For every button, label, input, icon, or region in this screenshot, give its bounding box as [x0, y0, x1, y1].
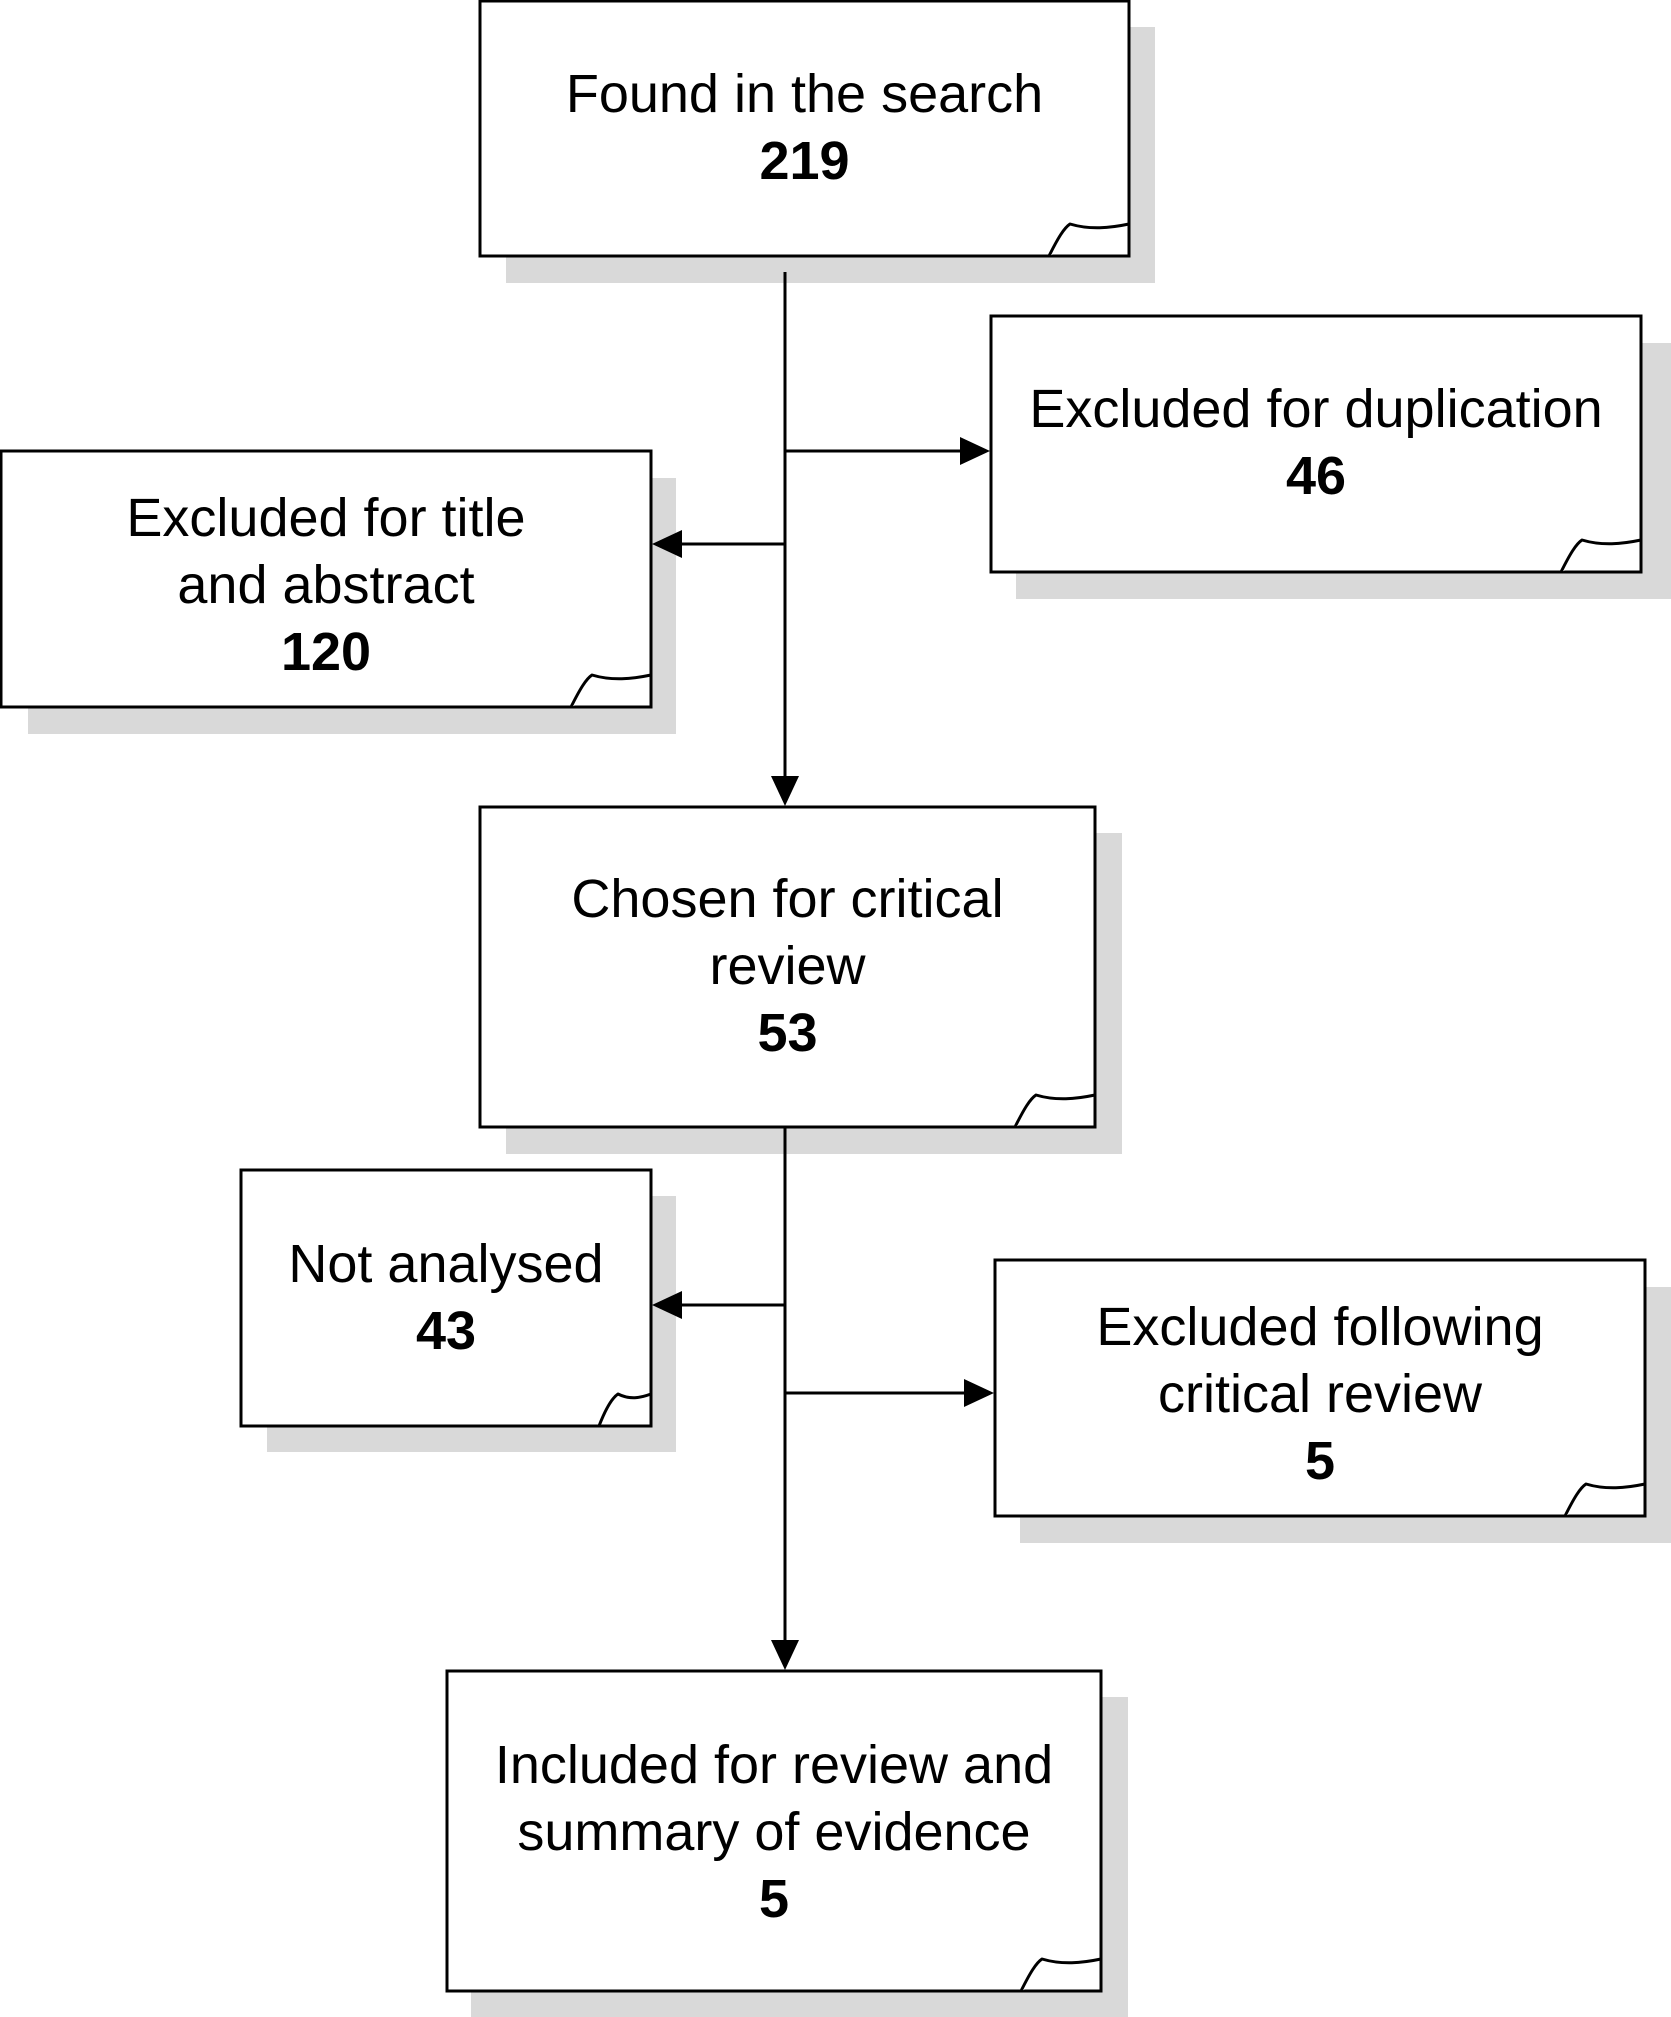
box-duplication	[989, 314, 1643, 574]
title-abstract-label: Excluded for title and abstract	[126, 488, 526, 615]
found-label: Found in the search	[565, 64, 1044, 124]
box-chosen	[478, 805, 1097, 1129]
node-duplication: Excluded for duplication 46	[991, 316, 1641, 572]
not-analysed-label: Not analysed	[288, 1234, 604, 1294]
box-excluded-following	[993, 1258, 1647, 1518]
box-included	[445, 1669, 1103, 1993]
box-not-analysed	[239, 1168, 653, 1428]
excluded-following-label: Excluded following critical review	[1096, 1297, 1544, 1424]
not-analysed-count: 43	[415, 1301, 477, 1361]
node-excluded-following: Excluded following critical review 5	[995, 1260, 1645, 1516]
page-curls	[569, 222, 1646, 1992]
arrowheads	[652, 437, 994, 1670]
included-label: Included for review and summary of evide…	[494, 1735, 1054, 1862]
chosen-count: 53	[757, 1003, 818, 1063]
chosen-label: Chosen for critical review	[571, 869, 1004, 996]
box-found	[478, 0, 1131, 258]
node-chosen: Chosen for critical review 53	[480, 807, 1095, 1127]
duplication-label: Excluded for duplication	[1029, 379, 1603, 439]
box-title-abstract	[0, 449, 653, 709]
arrow-to-included	[771, 1640, 799, 1670]
excluded-following-count: 5	[1304, 1431, 1336, 1491]
duplication-count: 46	[1285, 446, 1347, 506]
node-included: Included for review and summary of evide…	[447, 1671, 1101, 1991]
arrow-to-not-analysed	[652, 1291, 682, 1319]
node-title-abstract: Excluded for title and abstract 120	[1, 451, 651, 707]
arrow-to-chosen	[771, 776, 799, 806]
node-not-analysed: Not analysed 43	[241, 1170, 651, 1426]
node-found: Found in the search 219	[480, 1, 1129, 256]
arrow-to-excluded-following	[964, 1379, 994, 1407]
title-abstract-count: 120	[280, 622, 372, 682]
arrow-to-duplication	[960, 437, 990, 465]
connector-lines	[680, 272, 966, 1642]
arrow-to-title-abstract	[652, 530, 682, 558]
included-count: 5	[758, 1869, 790, 1929]
found-count: 219	[759, 131, 850, 191]
